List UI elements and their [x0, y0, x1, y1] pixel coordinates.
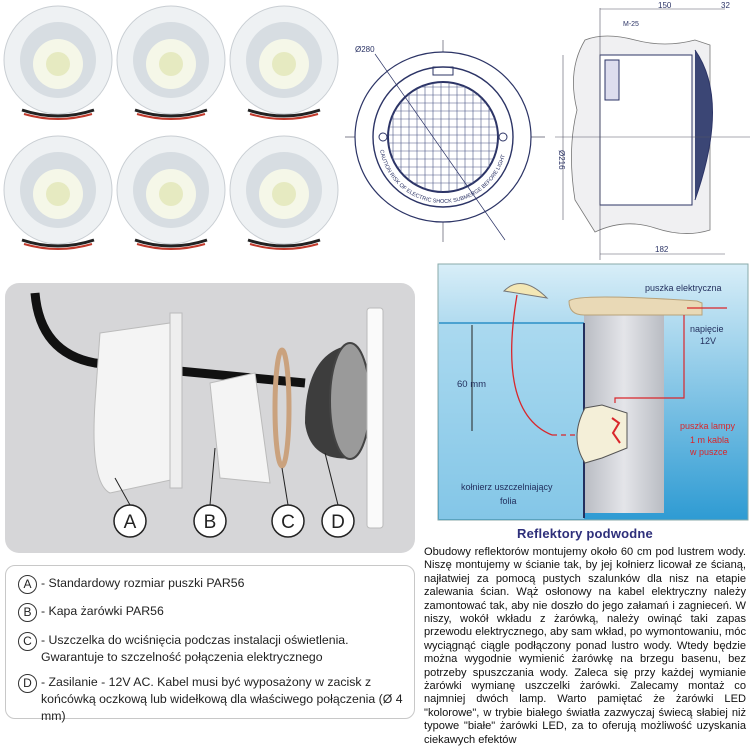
callout-label: D — [331, 512, 345, 533]
callout-b — [193, 504, 227, 538]
badge-d: D — [18, 674, 37, 693]
callout-label: B — [204, 512, 217, 533]
cable-label: 1 m kabla — [690, 435, 729, 445]
voltage-value: 12V — [700, 336, 716, 346]
exploded-view-panel: A B C D — [5, 283, 415, 553]
cable-label-2: w puszce — [689, 447, 728, 457]
legend-item-b: B - Kapa żarówki PAR56 — [18, 603, 403, 622]
dim-150: 150 — [658, 1, 672, 10]
electric-box-label: puszka elektryczna — [645, 283, 722, 293]
depth-label: 60 mm — [457, 379, 486, 390]
installation-diagram: 60 mm puszka elektryczna napięcie 12V pu… — [437, 263, 749, 521]
dim-32: 32 — [721, 1, 730, 10]
badge-b: B — [18, 603, 37, 622]
legend-text-a: - Standardowy rozmiar puszki PAR56 — [41, 576, 245, 590]
legend-text-b: - Kapa żarówki PAR56 — [41, 604, 164, 618]
badge-c: C — [18, 632, 37, 651]
thread-label: M-25 — [623, 21, 639, 28]
side-section-drawing: 150 32 182 Ø216 M-25 — [555, 1, 750, 260]
callout-label: C — [281, 512, 295, 533]
article-body: Obudowy reflektorów montujemy około 60 c… — [424, 546, 746, 746]
lamp-photo — [115, 132, 227, 260]
diameter-label: Ø280 — [355, 45, 375, 54]
lamp-photo — [228, 132, 340, 260]
front-view-drawing: Ø280 CAUTION RISK OF ELECTRIC SHOCK SUBM… — [345, 30, 545, 242]
dim-216: Ø216 — [557, 150, 566, 170]
callout-a — [113, 504, 147, 538]
legend-item-c: C - Uszczelka do wciśnięcia podczas inst… — [18, 632, 403, 666]
legend-text-c: - Uszczelka do wciśnięcia podczas instal… — [41, 633, 349, 664]
voltage-label: napięcie — [690, 324, 724, 334]
legend-text-d: - Zasilanie - 12V AC. Kabel musi być wyp… — [41, 675, 403, 723]
lamp-photo — [2, 2, 114, 130]
article-title: Reflektory podwodne — [517, 526, 653, 541]
lamp-photo — [228, 2, 340, 130]
legend-item-d: D - Zasilanie - 12V AC. Kabel musi być w… — [18, 674, 403, 725]
callout-label: A — [124, 512, 137, 533]
callout-c — [271, 504, 305, 538]
exploded-lamp-diagram: A B C D — [30, 292, 384, 538]
legend-item-a: A - Standardowy rozmiar puszki PAR56 — [18, 575, 403, 594]
foil-label: folia — [500, 496, 517, 506]
badge-a: A — [18, 575, 37, 594]
lamp-box-label: puszka lampy — [680, 421, 736, 431]
lamp-photo — [115, 2, 227, 130]
dim-182: 182 — [655, 245, 669, 254]
flange-label: kołnierz uszczelniający — [461, 482, 553, 492]
legend-box: A - Standardowy rozmiar puszki PAR56 B -… — [5, 565, 415, 723]
callout-d — [321, 504, 355, 538]
lamp-photo — [2, 132, 114, 260]
